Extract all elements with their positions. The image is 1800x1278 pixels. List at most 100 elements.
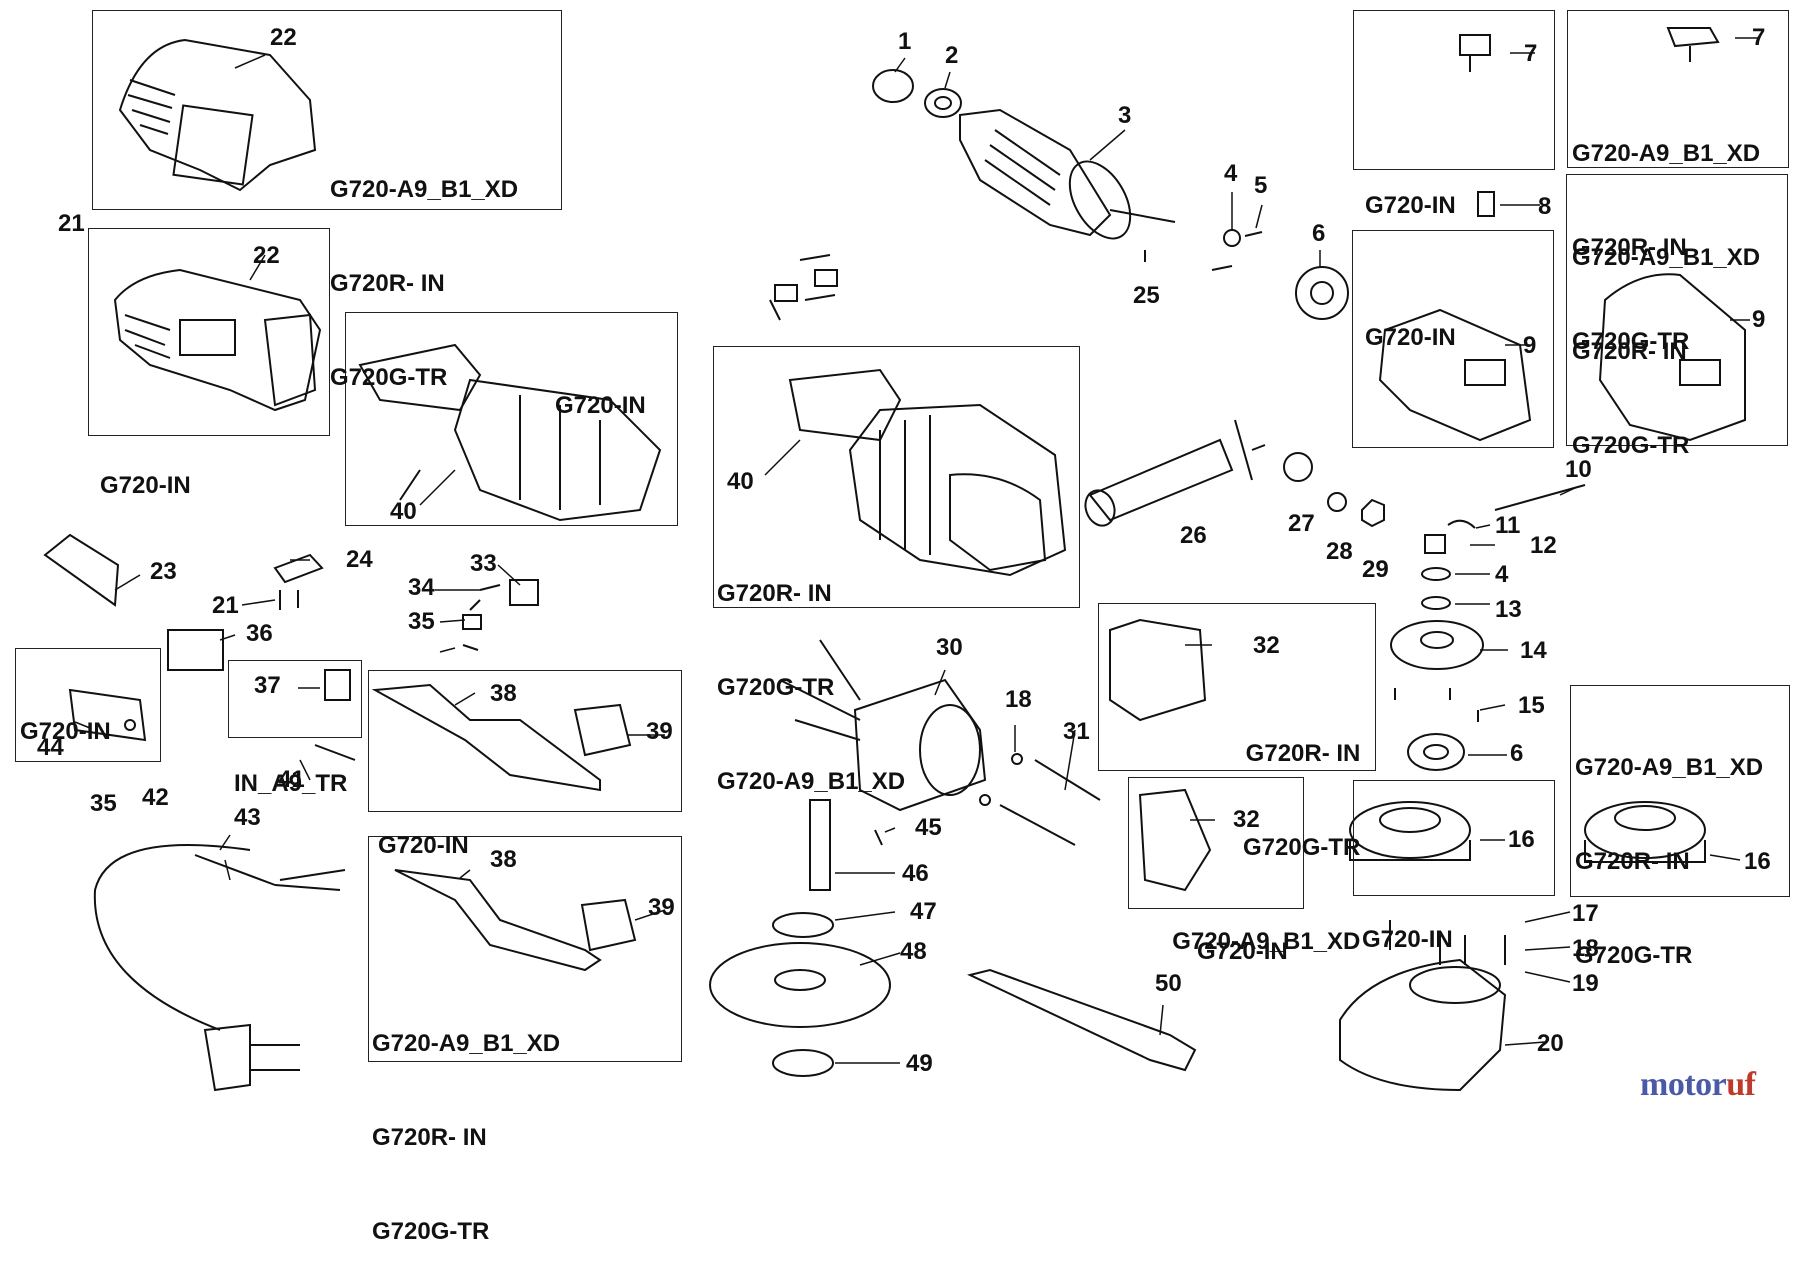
part-number: 32: [1253, 632, 1280, 659]
variant-line: G720-A9_B1_XD: [330, 176, 519, 204]
leader-lines: [74, 37, 1760, 1064]
variant-line: G720G-TR: [1575, 941, 1693, 969]
part-38-switch-rod-a: [371, 683, 601, 792]
variant-box-38b: [368, 836, 682, 1062]
variant-line: G720-A9_B1_XD: [372, 1030, 561, 1058]
part-number: 7: [1752, 24, 1766, 51]
variant-label-9b: G720-A9_B1_XD G720R- IN G720G-TR: [1572, 180, 1760, 492]
variant-label-22a: G720-A9_B1_XD G720R- IN G720G-TR: [330, 112, 518, 424]
part-number: 50: [1155, 970, 1182, 997]
part-28-washer: [1327, 492, 1347, 512]
variant-box-40a: [345, 312, 678, 526]
variant-line: G720G-TR: [1572, 431, 1690, 459]
variant-line: G720-IN: [1365, 192, 1456, 220]
part-number: 15: [1518, 692, 1545, 719]
watermark-logo: motoruf: [1640, 1066, 1756, 1104]
part-30-stator: [779, 639, 987, 812]
variant-line: G720-IN: [20, 718, 111, 746]
variant-box-16a: [1353, 780, 1555, 896]
variant-line: G720-IN: [1362, 926, 1453, 954]
watermark-part: motor: [1640, 1066, 1727, 1103]
variant-line: G720R- IN: [372, 1123, 487, 1151]
part-number: 7: [1524, 40, 1538, 67]
part-number: 2: [945, 42, 959, 69]
part-48-disc: [709, 942, 891, 1028]
part-number: 20: [1537, 1030, 1564, 1057]
part-number: 38: [490, 846, 517, 873]
part-10-screw: [1494, 484, 1586, 511]
part-38-switch-rod-b: [394, 869, 602, 972]
variant-label-40a: G720-IN: [555, 328, 646, 453]
variant-line: G720-IN: [100, 472, 191, 500]
variant-line: G720G-TR: [330, 363, 448, 391]
part-number: 37: [254, 672, 281, 699]
variant-label-22b: G720-IN: [100, 408, 191, 533]
part-1-ring: [872, 69, 914, 103]
part-number: 49: [906, 1050, 933, 1077]
part-49-nut: [772, 1049, 834, 1077]
part-number: 4: [1495, 561, 1509, 588]
variant-line: G720G-TR: [1572, 327, 1690, 355]
part-12-sleeve: [1424, 534, 1446, 554]
part-number: 45: [915, 814, 942, 841]
part-4-washer: [1223, 229, 1241, 247]
variant-label-16a: G720-IN: [1362, 862, 1453, 987]
part-number: 13: [1495, 596, 1522, 623]
variant-line: G720R- IN: [1245, 740, 1361, 768]
variant-line: G720-A9_B1_XD: [1575, 754, 1764, 782]
variant-line: G720-A9_B1_XD: [1572, 140, 1761, 168]
exploded-parts-diagram: G720-A9_B1_XD G720R- IN G720G-TR G720-IN…: [15, 10, 1790, 1245]
part-50-spanner: [967, 968, 1197, 1072]
part-number: 21: [58, 210, 85, 237]
part-39-part-b: [580, 898, 637, 952]
part-number: 22: [270, 24, 297, 51]
variant-line: IN_A9_TR: [234, 770, 348, 798]
part-13-ring: [1421, 596, 1451, 610]
part-number: 18: [1005, 686, 1032, 713]
part-number: 10: [1565, 456, 1592, 483]
variant-box-9b: [1566, 174, 1788, 446]
variant-label-7b: G720-A9_B1_XD G720R- IN G720G-TR: [1572, 76, 1760, 388]
variant-line: G720-A9_B1_XD: [1172, 927, 1361, 955]
variant-box-38a: [368, 670, 682, 812]
variant-line: G720-IN: [1197, 938, 1288, 966]
plug: [203, 1023, 251, 1092]
part-number: 34: [408, 574, 435, 601]
variant-line: G720R- IN: [330, 269, 445, 297]
part-number: 39: [646, 718, 673, 745]
part-36-switch: [167, 629, 224, 671]
part-47-flange: [772, 912, 834, 938]
part-number: 8: [1538, 193, 1552, 220]
part-40-housing-a: [358, 343, 662, 522]
part-39-part-a: [573, 703, 632, 757]
variant-line: G720R- IN: [1572, 233, 1687, 261]
variant-label-7a: G720-IN: [1365, 128, 1456, 253]
part-24-clamp: [273, 553, 324, 584]
variant-label-16b: G720-A9_B1_XD G720R- IN G720G-TR: [1575, 690, 1763, 1002]
part-number: 18: [1572, 935, 1599, 962]
parts-artwork: [43, 27, 1760, 1092]
variant-box-32b: [1128, 777, 1304, 909]
part-number: 22: [253, 242, 280, 269]
part-number: 41: [278, 766, 305, 793]
part-7-lock-b: [1666, 27, 1720, 48]
variant-label-38b: G720-A9_B1_XD G720R- IN G720G-TR: [372, 966, 560, 1278]
part-14-gear: [1390, 620, 1484, 670]
part-9-cover-b: [1598, 273, 1746, 442]
part-number: 44: [37, 734, 64, 761]
variant-box-40b: [713, 346, 1080, 608]
part-45-key: [874, 829, 883, 846]
variant-label-32b: G720-IN: [1197, 874, 1288, 999]
part-number: 38: [490, 680, 517, 707]
part-41-spring: [314, 744, 356, 761]
part-20-guard: [1339, 958, 1507, 1092]
part-number: 16: [1744, 848, 1771, 875]
part-46-spindle: [809, 799, 831, 891]
variant-line: G720G-TR: [1243, 833, 1361, 861]
variant-label-44: G720-IN: [20, 654, 111, 779]
brush-parts: [769, 254, 838, 321]
part-43-sleeve: [194, 854, 346, 891]
part-34-part: [469, 599, 481, 611]
part-number: 29: [1362, 556, 1389, 583]
part-number: 3: [1118, 102, 1132, 129]
